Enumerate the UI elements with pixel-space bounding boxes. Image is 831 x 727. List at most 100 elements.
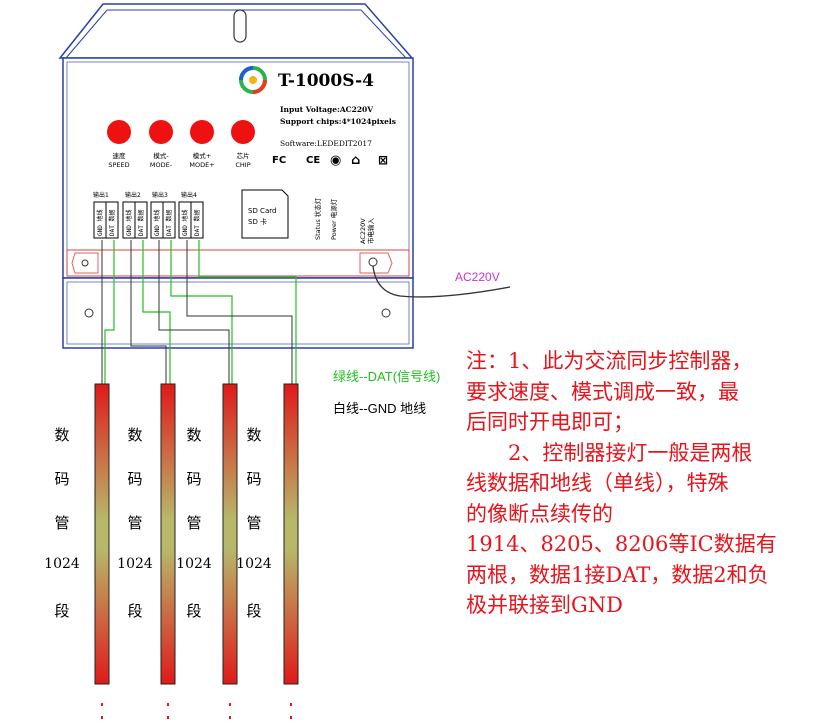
tube-char: 数 — [186, 426, 202, 444]
port-pin-gnd: GND 地线 — [181, 210, 189, 236]
tube-char: 管 — [186, 514, 202, 532]
output-label-2: 输出2 — [125, 191, 141, 199]
control-buttons: 速度 SPEED 模式- MODE- 模式+ MODE+ 芯片 CHIP — [107, 120, 255, 169]
indicator-labels: Status 状态灯 Power 电源灯 AC220V 市电输入 — [313, 197, 375, 244]
note-line: 两根，数据1接DAT，数据2和负 — [466, 562, 769, 587]
weee-bin-icon: ⊠ — [378, 153, 388, 167]
mounting-plate — [62, 277, 414, 349]
software-text: Software:LEDEDIT2017 — [280, 139, 372, 148]
support-chips-text: Support chips:4*1024pixels — [280, 117, 396, 126]
port-pin-dat: DAT 数据 — [137, 210, 145, 236]
mode-plus-label-cn: 模式+ — [193, 151, 211, 160]
screw-hole-icon — [81, 259, 89, 267]
tube-char: 码 — [246, 470, 262, 488]
mount-hole-left-icon — [84, 308, 94, 318]
output-port-1[interactable]: GND 地线 DAT 数据 — [93, 201, 119, 239]
white-wire-legend: 白线--GND 地线 — [333, 401, 427, 416]
port-pin-gnd: GND 地线 — [125, 210, 133, 236]
tube-char: 管 — [246, 514, 262, 532]
tube-char: 码 — [127, 470, 143, 488]
note-line: 极并联接到GND — [466, 593, 623, 617]
note-line: 2、控制器接灯一般是两根 — [466, 440, 753, 465]
tube-char: 1024 — [117, 556, 153, 572]
led-tube-4 — [283, 383, 299, 685]
ac-power-cable — [372, 265, 511, 298]
note-line: 注：1、此为交流同步控制器， — [466, 349, 753, 373]
tube-char: 管 — [127, 514, 143, 532]
tube-char: 段 — [54, 602, 70, 620]
certification-icons: FC CE ◉ ⌂ ⊠ — [272, 153, 388, 168]
home-icon: ⌂ — [351, 153, 360, 168]
ac-input-label-en: AC220V — [359, 218, 367, 244]
tube-char: 数 — [54, 426, 70, 444]
terminal-strip — [66, 249, 410, 277]
ce-icon: CE — [306, 155, 320, 166]
tube-char: 段 — [127, 602, 143, 620]
speed-button-label-cn: 速度 — [113, 151, 127, 160]
port-pin-gnd: GND 地线 — [153, 210, 161, 236]
output-labels: 输出1 输出2 输出3 输出4 — [93, 191, 197, 199]
cable-gland-icon — [368, 257, 378, 267]
mount-hole-right-icon — [381, 308, 391, 318]
fcc-icon: FC — [272, 155, 286, 166]
output-ports: GND 地线 DAT 数据 GND 地线 DAT 数据 GND 地线 DAT 数… — [93, 201, 204, 239]
port-pin-gnd: GND 地线 — [96, 210, 104, 236]
dat-wires — [104, 240, 297, 384]
power-led-label: Power 电源灯 — [329, 198, 338, 240]
output-label-4: 输出4 — [181, 191, 197, 199]
speed-button-label-en: SPEED — [108, 161, 129, 169]
port-pin-dat: DAT 数据 — [193, 210, 201, 236]
tube-char: 数 — [246, 426, 262, 444]
green-wire-legend: 绿线--DAT(信号线) — [333, 369, 441, 384]
led-tube-1 — [94, 383, 110, 685]
tube-char: 管 — [54, 514, 70, 532]
led-tubes — [94, 383, 299, 685]
rohs-icon: ◉ — [330, 153, 341, 168]
tube-label-3: 数 码 管 1024 段 — [174, 424, 214, 644]
tube-char: 段 — [186, 602, 202, 620]
tube-char: 数 — [127, 426, 143, 444]
brand-logo-icon — [239, 66, 267, 94]
ac-input-label-cn: 市电输入 — [366, 218, 375, 245]
output-port-4[interactable]: GND 地线 DAT 数据 — [178, 201, 204, 239]
installation-note: 注：1、此为交流同步控制器， 要求速度、模式调成一致，最 后同时开电即可； 2、… — [466, 346, 828, 621]
chip-button-label-en: CHIP — [235, 161, 250, 169]
sd-card-label-en: SD Card — [248, 207, 276, 215]
mode-minus-label-en: MODE- — [150, 161, 173, 169]
mode-plus-label-en: MODE+ — [189, 161, 214, 169]
tube-char: 1024 — [236, 556, 272, 572]
tube-char: 1024 — [44, 556, 80, 572]
note-line: 后同时开电即可； — [466, 410, 634, 434]
port-pin-dat: DAT 数据 — [165, 210, 173, 236]
output-port-3[interactable]: GND 地线 DAT 数据 — [150, 201, 176, 239]
mode-plus-button[interactable]: 模式+ MODE+ — [189, 120, 215, 169]
tube-char: 段 — [246, 602, 262, 620]
ac-cable-label: AC220V — [455, 270, 500, 284]
continuation-dots — [101, 703, 292, 719]
tube-char: 码 — [54, 470, 70, 488]
tube-label-1: 数 码 管 1024 段 — [42, 424, 82, 644]
mode-minus-label-cn: 模式- — [153, 151, 169, 160]
note-line: 线数据和地线（单线），特殊 — [466, 471, 729, 495]
status-led-label: Status 状态灯 — [313, 197, 322, 240]
chip-button-label-cn: 芯片 — [237, 151, 250, 160]
port-pin-dat: DAT 数据 — [108, 210, 116, 236]
tube-label-2: 数 码 管 1024 段 — [115, 424, 155, 644]
output-label-1: 输出1 — [93, 191, 109, 199]
mode-minus-button[interactable]: 模式- MODE- — [149, 120, 173, 169]
tube-char: 码 — [186, 470, 202, 488]
led-tube-2 — [160, 383, 176, 685]
tube-label-4: 数 码 管 1024 段 — [234, 424, 274, 644]
sd-card-slot[interactable]: SD Card SD 卡 — [241, 189, 289, 239]
input-voltage-text: Input Voltage:AC220V — [280, 105, 373, 114]
hang-hole-icon — [233, 9, 247, 43]
note-line: 要求速度、模式调成一致，最 — [466, 379, 739, 404]
output-port-2[interactable]: GND 地线 DAT 数据 — [122, 201, 148, 239]
sd-card-label-cn: SD 卡 — [248, 217, 267, 226]
note-line: 的像断点续传的 — [466, 501, 613, 526]
chip-button[interactable]: 芯片 CHIP — [231, 120, 255, 169]
led-tube-3 — [222, 383, 238, 685]
speed-button[interactable]: 速度 SPEED — [107, 120, 131, 169]
tube-char: 1024 — [176, 556, 212, 572]
